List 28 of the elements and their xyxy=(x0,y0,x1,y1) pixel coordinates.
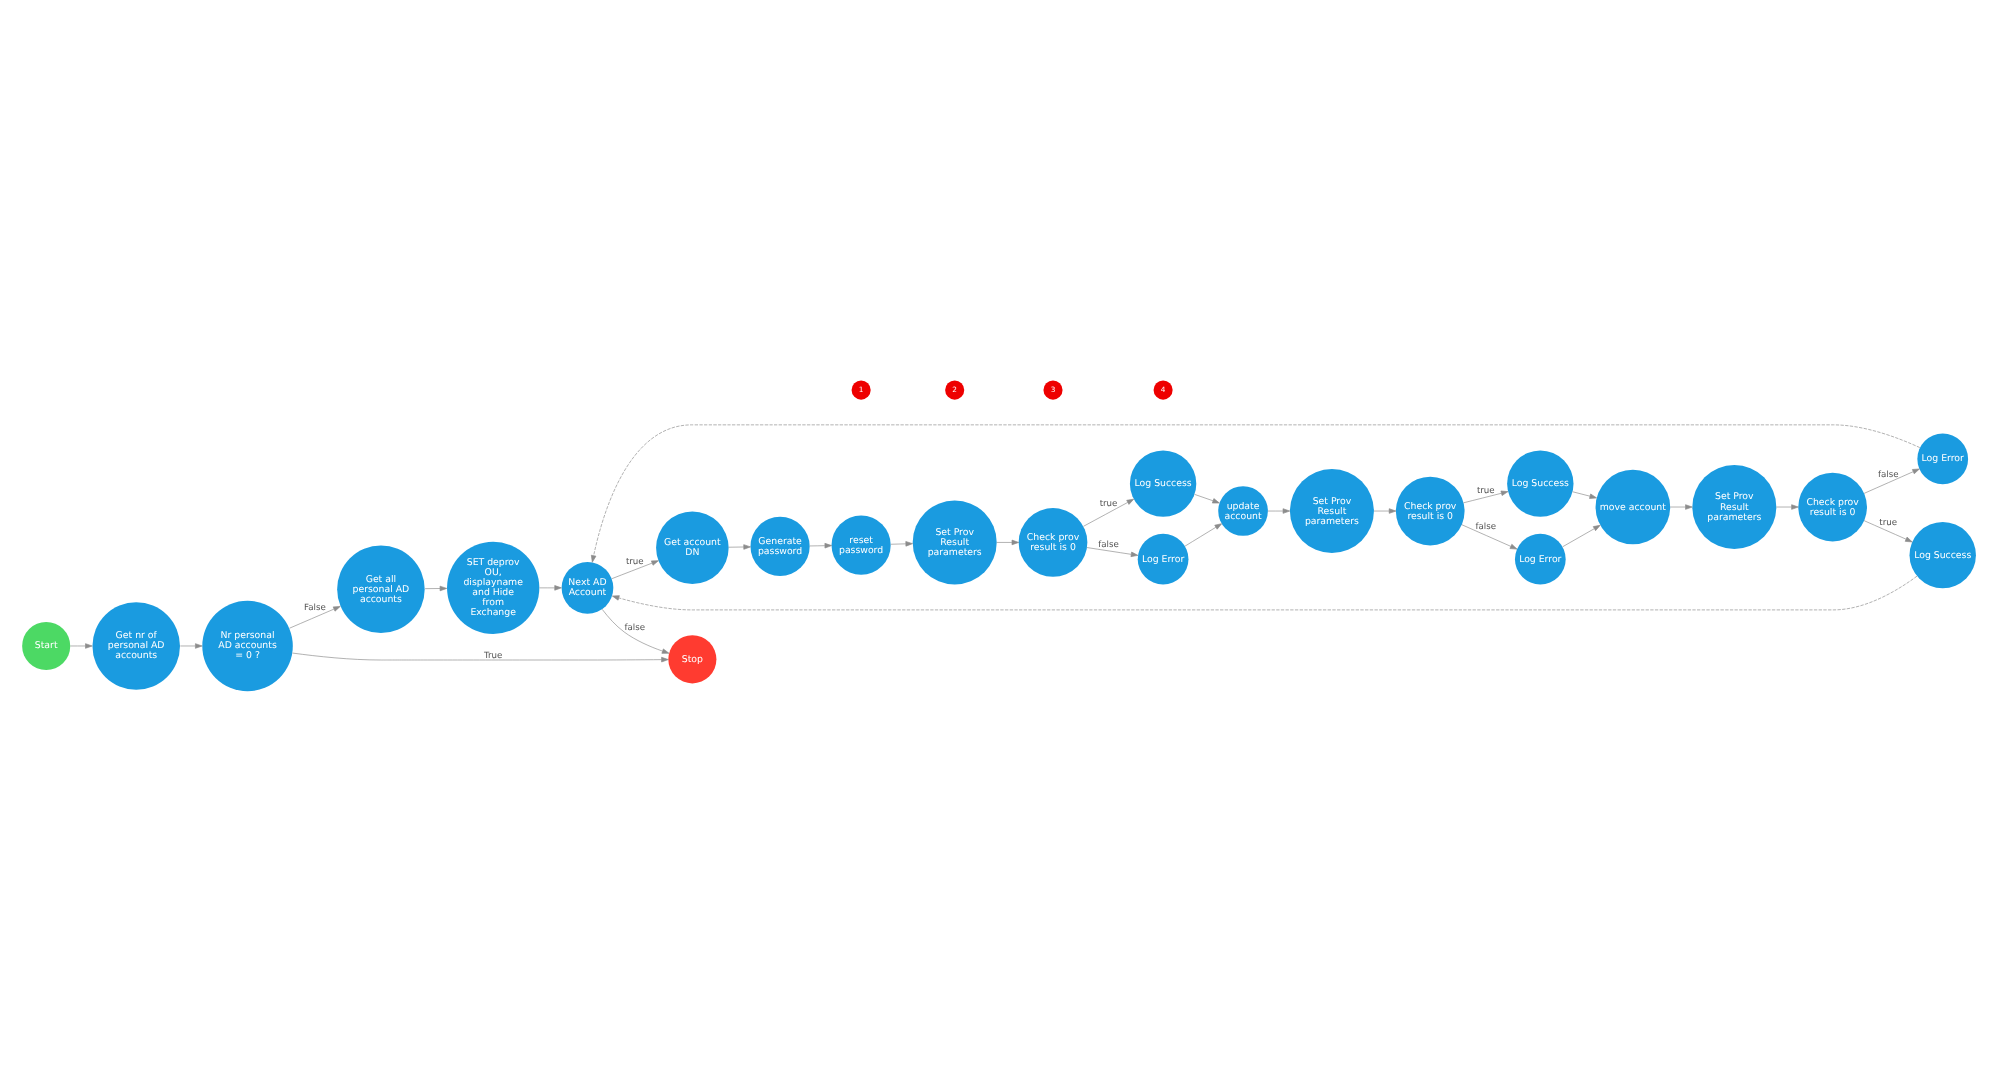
arrow xyxy=(539,585,562,591)
arrow xyxy=(1776,504,1799,510)
arrow xyxy=(1184,523,1222,547)
arrow xyxy=(289,606,341,629)
arrow xyxy=(996,539,1019,546)
arrow xyxy=(1267,508,1291,514)
arrow xyxy=(728,544,751,550)
arrow xyxy=(809,543,832,549)
arrow xyxy=(611,560,659,579)
arrow xyxy=(1461,524,1518,550)
arrow xyxy=(180,643,203,649)
arrow xyxy=(70,643,93,649)
arrow xyxy=(601,609,670,654)
arrow xyxy=(890,541,913,547)
arrow xyxy=(591,424,1921,563)
arrow xyxy=(1562,524,1601,548)
arrow xyxy=(1373,508,1397,514)
arrow xyxy=(1086,547,1139,557)
arrow xyxy=(1194,494,1220,504)
arrow xyxy=(1083,498,1135,527)
arrow xyxy=(1463,490,1509,504)
arrow xyxy=(1669,504,1693,510)
arrow xyxy=(611,575,1918,611)
arrow xyxy=(1572,491,1597,499)
arrow xyxy=(1863,468,1920,494)
arrow xyxy=(424,585,448,592)
arrow xyxy=(1863,520,1913,543)
arrow xyxy=(292,652,669,663)
